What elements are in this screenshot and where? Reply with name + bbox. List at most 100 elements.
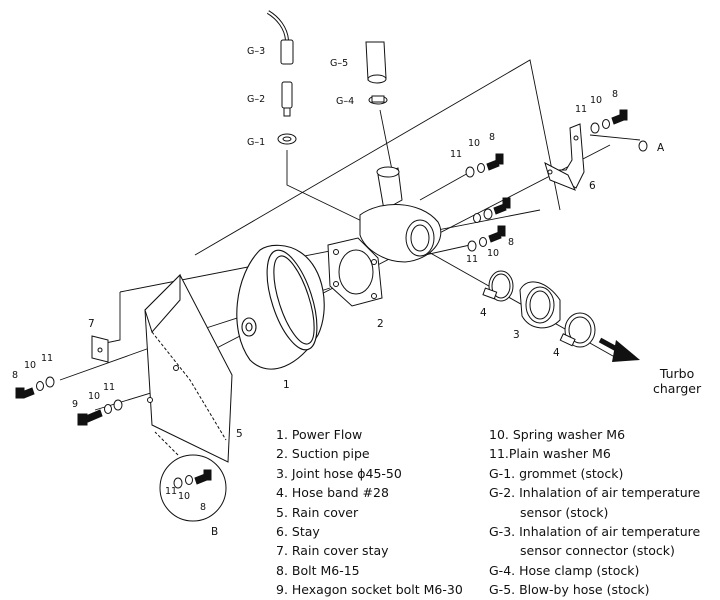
- joint-hose-group: [482, 270, 596, 348]
- rain-cover-side: [144, 273, 181, 333]
- suction-pipe-neck-top: [376, 166, 400, 178]
- callout-point-b: B: [211, 526, 218, 538]
- callouts: 1 2 3 4 4 5 6 7 8 10 11 8 10 11 8 10 11 …: [12, 46, 665, 538]
- sensor-cable: [266, 10, 289, 41]
- blowby-hose-group: [365, 41, 388, 105]
- rain-cover-stay-hole: [97, 347, 103, 353]
- hose-band-right-inner: [568, 316, 592, 344]
- plain-washer-e: [45, 376, 55, 388]
- legend-item: 3. Joint hose ϕ45-50: [276, 465, 402, 481]
- blowby-hose-end: [367, 74, 387, 84]
- legend-item: G-1. grommet (stock): [489, 465, 624, 481]
- callout-g4: G–4: [336, 96, 354, 107]
- spring-washer-c: [473, 213, 481, 223]
- callout-plain-washer-a: 11: [575, 104, 587, 115]
- sensor-cable-core: [267, 11, 288, 41]
- callout-bolt-b: 8: [489, 132, 495, 143]
- flange-bolt-hole-1: [333, 249, 339, 255]
- callout-stay: 6: [589, 180, 596, 192]
- callout-suction-pipe: 2: [377, 318, 384, 330]
- joint-hose-front-inner: [529, 290, 551, 320]
- hex-bolt-shank: [85, 409, 103, 423]
- callout-g5: G–5: [330, 58, 348, 69]
- legend-item: 4. Hose band #28: [276, 485, 389, 501]
- guide-line-washers-b: [424, 244, 471, 256]
- callout-rain-cover-stay: 7: [88, 318, 95, 330]
- plain-washer-b: [465, 166, 475, 178]
- flange-bolt-hole-2: [371, 259, 377, 265]
- legend-item: 11.Plain washer M6: [489, 446, 611, 462]
- power-flow-rim-inner: [273, 255, 315, 345]
- point-a-ring: [638, 140, 648, 152]
- bolt-e-head: [15, 387, 25, 399]
- rain-cover-hole-1: [173, 365, 179, 371]
- plain-washer-d: [467, 240, 477, 252]
- sensor-cable-group: [266, 10, 297, 145]
- legend-item: 10. Spring washer M6: [489, 427, 626, 442]
- power-flow-filter: [236, 244, 325, 370]
- bolt-d-head: [497, 225, 506, 237]
- rain-cover-hole-2: [147, 397, 153, 403]
- callout-spring-washer-e: 10: [88, 391, 100, 402]
- bolt-b-head: [495, 153, 504, 165]
- hose-band-right-screw: [559, 333, 576, 347]
- turbo-charger-label: Turbo charger: [653, 366, 701, 396]
- air-temp-sensor: [281, 81, 293, 109]
- legend-item: G-3. Inhalation of air temperature: [489, 524, 701, 540]
- callout-spring-washer-c: 10: [487, 248, 499, 259]
- callout-bolt-a: 8: [612, 89, 618, 100]
- legend-item: 2. Suction pipe: [276, 446, 370, 462]
- callout-plain-washer-e: 11: [103, 382, 115, 393]
- turbo-arrow: [598, 337, 640, 362]
- grommet-inner: [282, 136, 292, 142]
- callout-hose-band-left: 4: [480, 307, 487, 319]
- stay-foot: [544, 162, 576, 191]
- bolt-a-head: [619, 109, 628, 121]
- turbo-label-line2: charger: [653, 381, 702, 396]
- air-temp-sensor-tip: [283, 107, 291, 117]
- callout-joint-hose: 3: [513, 329, 520, 341]
- callout-g2: G–2: [247, 94, 265, 105]
- callout-spring-washer-a: 10: [590, 95, 602, 106]
- suction-pipe-outlet-inner: [410, 224, 430, 252]
- guide-line-blowby: [379, 109, 393, 171]
- detail-b-washer-2: [185, 475, 193, 485]
- legend-item: G-2. Inhalation of air temperature: [489, 485, 701, 501]
- spring-washer-f: [104, 404, 112, 414]
- detail-b-washer-1: [173, 477, 183, 489]
- legend-item: 8. Bolt M6-15: [276, 562, 360, 578]
- callout-plain-washer-d: 11: [41, 353, 53, 364]
- stay-foot-hole: [547, 169, 553, 175]
- stay-bracket: [544, 123, 585, 191]
- hose-band-left-screw: [482, 287, 498, 300]
- callout-bolt-c: 8: [508, 237, 514, 248]
- callout-plain-washer-b: 11: [450, 149, 462, 160]
- power-flow-cap-inner: [245, 322, 253, 332]
- callout-plain-washer-c: 11: [466, 254, 478, 265]
- stay-hole: [573, 135, 579, 141]
- hose-clamp-tab: [371, 95, 385, 103]
- hardware: [15, 109, 648, 426]
- rain-cover: [144, 273, 233, 463]
- detail-b-leader: [154, 431, 179, 456]
- legend-item: G-5. Blow-by hose (stock): [489, 582, 650, 598]
- suction-pipe-flange-hole: [338, 249, 374, 295]
- spring-washer-d: [479, 237, 487, 247]
- callout-hose-band-right: 4: [553, 347, 560, 359]
- blowby-hose: [365, 41, 387, 81]
- callout-detail-b-plain: 11: [165, 486, 177, 497]
- flange-bolt-hole-3: [333, 281, 339, 287]
- flange-bolt-hole-4: [371, 293, 377, 299]
- plain-washer-a: [590, 122, 600, 134]
- callout-spring-washer-d: 10: [24, 360, 36, 371]
- guide-line-washers-a: [419, 171, 471, 201]
- guide-line-middle: [95, 292, 121, 346]
- legend-item: 5. Rain cover: [276, 504, 359, 520]
- spring-washer-b: [477, 163, 485, 173]
- turbo-arrow-head: [612, 340, 640, 362]
- callout-hex-bolt: 9: [72, 399, 78, 410]
- plain-washer-f: [113, 399, 123, 411]
- plain-washer-c: [483, 208, 493, 220]
- callout-bolt-d: 8: [12, 370, 18, 381]
